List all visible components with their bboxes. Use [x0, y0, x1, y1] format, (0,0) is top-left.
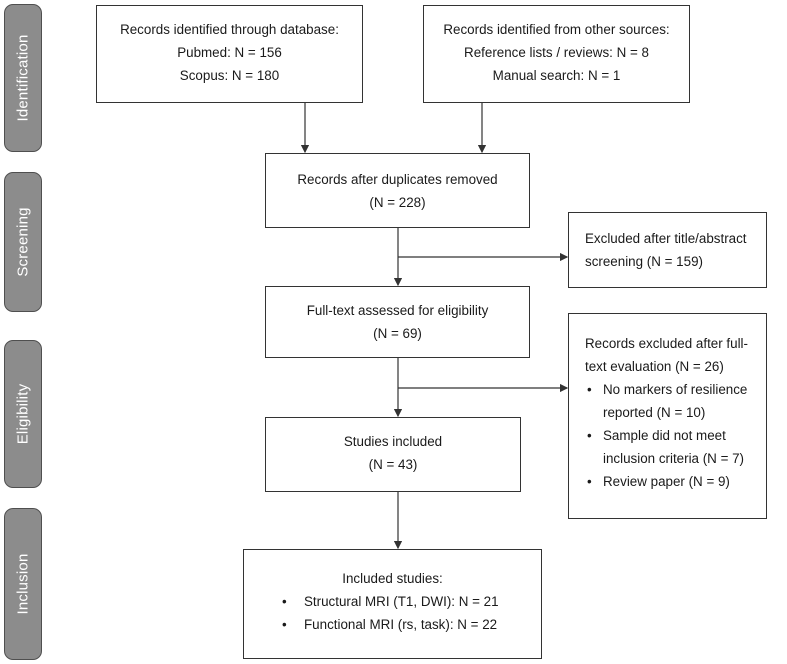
- included-studies-list: •Structural MRI (T1, DWI): N = 21 •Funct…: [244, 590, 541, 636]
- box-title: Studies included: [343, 434, 443, 449]
- list-item: •Structural MRI (T1, DWI): N = 21: [282, 594, 499, 609]
- box-line: Records excluded after full-: [585, 336, 748, 351]
- list-item: No markers of resilience reported (N = 1…: [585, 378, 766, 424]
- stage-label: Screening: [14, 207, 32, 277]
- box-excluded-screening: Excluded after title/abstract screening …: [568, 212, 767, 288]
- box-line: screening (N = 159): [585, 254, 703, 269]
- stage-inclusion: Inclusion: [4, 508, 42, 660]
- box-line: Scopus: N = 180: [179, 68, 280, 83]
- box-title: Records after duplicates removed: [297, 172, 498, 187]
- box-line: Excluded after title/abstract: [585, 231, 747, 246]
- box-studies-included: Studies included (N = 43): [265, 417, 521, 492]
- stage-identification: Identification: [4, 4, 42, 152]
- list-item: •Functional MRI (rs, task): N = 22: [282, 617, 498, 632]
- exclusion-reasons-list: No markers of resilience reported (N = 1…: [585, 378, 766, 493]
- list-item: Review paper (N = 9): [585, 470, 766, 493]
- box-other-sources: Records identified from other sources: R…: [423, 5, 690, 103]
- stage-screening: Screening: [4, 172, 42, 312]
- box-title: Records identified from other sources:: [443, 22, 670, 37]
- stage-label: Eligibility: [14, 383, 32, 445]
- box-line: Reference lists / reviews: N = 8: [464, 45, 649, 60]
- box-included-studies: Included studies: •Structural MRI (T1, D…: [243, 549, 542, 659]
- box-title: Full-text assessed for eligibility: [306, 303, 489, 318]
- box-count: (N = 69): [373, 326, 422, 341]
- box-database-records: Records identified through database: Pub…: [96, 5, 363, 103]
- list-item: Sample did not meet inclusion criteria (…: [585, 424, 766, 470]
- box-line: Manual search: N = 1: [492, 68, 621, 83]
- box-count: (N = 228): [369, 195, 426, 210]
- box-title: Included studies:: [342, 571, 443, 586]
- box-line: text evaluation (N = 26): [585, 359, 724, 374]
- stage-label: Inclusion: [14, 553, 32, 615]
- box-line: Pubmed: N = 156: [177, 45, 282, 60]
- stage-eligibility: Eligibility: [4, 340, 42, 488]
- box-fulltext-assessed: Full-text assessed for eligibility (N = …: [265, 286, 530, 358]
- box-duplicates-removed: Records after duplicates removed (N = 22…: [265, 153, 530, 228]
- stage-label: Identification: [14, 34, 32, 122]
- box-count: (N = 43): [368, 457, 418, 472]
- box-excluded-fulltext: Records excluded after full- text evalua…: [568, 313, 767, 519]
- box-title: Records identified through database:: [120, 22, 339, 37]
